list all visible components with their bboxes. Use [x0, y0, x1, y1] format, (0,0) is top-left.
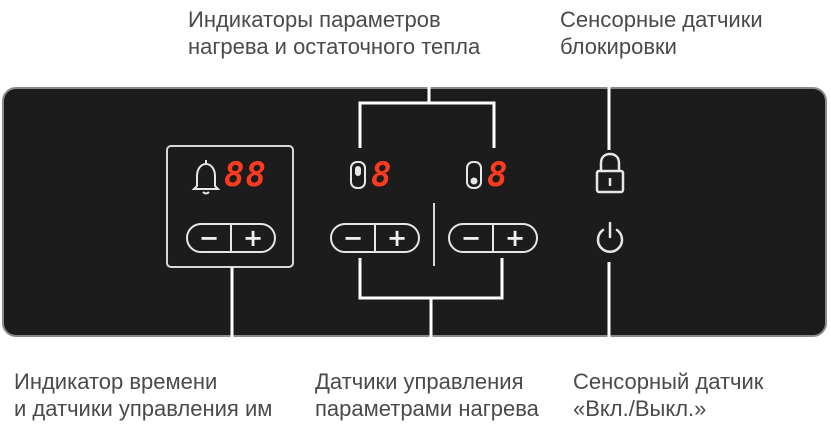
timer-label-line2: и датчики управления им	[14, 396, 273, 421]
timer-plus-button[interactable]: +	[242, 224, 264, 252]
zone-right-minus-button[interactable]: −	[450, 225, 494, 251]
zone-right-display: 8	[487, 155, 508, 195]
zone-left-minus-button[interactable]: −	[332, 225, 376, 251]
zone-left-stepper: − +	[330, 223, 420, 253]
heat-controls-label-line2: параметрами нагрева	[315, 396, 539, 421]
timer-minus-button[interactable]: −	[188, 225, 232, 251]
heat-controls-label-line1: Датчики управления	[315, 369, 524, 394]
heat-indicator-bracket	[358, 70, 496, 148]
lock-icon	[595, 152, 625, 194]
bell-icon	[191, 160, 221, 195]
zone-left-plus-button[interactable]: +	[386, 224, 408, 252]
zone-left-icon	[350, 161, 366, 189]
lock-sensors-label-line2: блокировки	[560, 34, 677, 59]
heat-controls-bracket	[358, 258, 504, 360]
heat-indicators-label-line1: Индикаторы параметров	[188, 7, 441, 32]
control-panel	[2, 87, 827, 337]
timer-label-line1: Индикатор времени	[14, 369, 218, 394]
timer-stepper: − +	[186, 223, 276, 253]
zone-right-stepper: − +	[448, 223, 538, 253]
zone-right-icon	[466, 161, 482, 189]
timer-display: 88	[224, 155, 267, 195]
zone-left-display: 8	[371, 155, 392, 195]
power-label-line1: Сенсорный датчик	[573, 369, 764, 394]
power-label-line2: «Вкл./Выкл.»	[573, 396, 707, 421]
zone-right-plus-button[interactable]: +	[504, 224, 526, 252]
lock-sensors-label-line1: Сенсорные датчики	[560, 7, 763, 32]
power-icon	[596, 221, 624, 253]
timer-frame	[166, 145, 294, 268]
heat-indicators-label-line2: нагрева и остаточного тепла	[188, 34, 481, 59]
